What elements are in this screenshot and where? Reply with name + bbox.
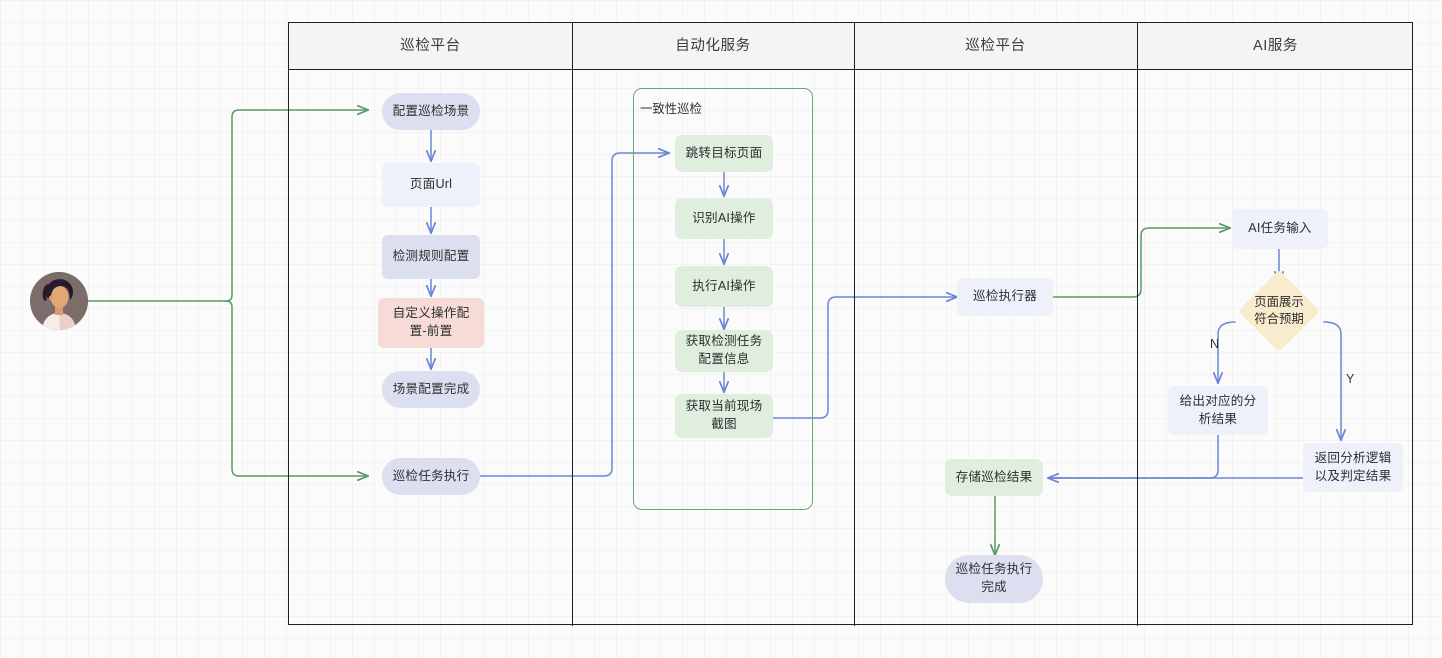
group-consistency-inspection <box>633 88 813 510</box>
lane-title-ai-service: AI服务 <box>1252 38 1299 54</box>
node-scene-config-done[interactable]: 场景配置完成 <box>382 371 480 408</box>
swimlane-table: 巡检平台 自动化服务 巡检平台 AI服务 <box>288 22 1413 626</box>
swimlane-header-row <box>289 23 1412 70</box>
lane-divider-2 <box>854 23 855 626</box>
node-execute-ai-operation[interactable]: 执行AI操作 <box>675 266 773 307</box>
lane-title-automation-service: 自动化服务 <box>675 38 751 54</box>
decision-label: 页面展示 符合预期 <box>1254 294 1304 326</box>
node-return-analysis-logic[interactable]: 返回分析逻辑以及判定结果 <box>1303 443 1403 492</box>
lane-title-inspection-platform-2: 巡检平台 <box>965 38 1026 54</box>
group-label-consistency-inspection: 一致性巡检 <box>640 102 702 116</box>
node-decision-page-as-expected[interactable]: 页面展示 符合预期 <box>1237 269 1321 353</box>
node-config-scene[interactable]: 配置巡检场景 <box>382 93 480 130</box>
lane-title-inspection-platform-1: 巡检平台 <box>400 38 461 54</box>
node-give-analysis-result[interactable]: 给出对应的分析结果 <box>1168 386 1268 435</box>
node-get-current-screenshot[interactable]: 获取当前现场截图 <box>675 394 773 438</box>
node-rule-config[interactable]: 检测规则配置 <box>382 235 480 279</box>
node-recognize-ai-operation[interactable]: 识别AI操作 <box>675 198 773 239</box>
lane-divider-1 <box>572 23 573 626</box>
node-store-inspection-result[interactable]: 存储巡检结果 <box>945 459 1043 496</box>
lane-divider-3 <box>1137 23 1138 626</box>
node-inspection-task-exec[interactable]: 巡检任务执行 <box>382 458 480 495</box>
user-avatar[interactable] <box>30 272 88 330</box>
node-ai-task-input[interactable]: AI任务输入 <box>1232 209 1328 249</box>
node-page-url[interactable]: 页面Url <box>382 163 480 207</box>
node-goto-target-page[interactable]: 跳转目标页面 <box>675 135 773 172</box>
node-custom-operation-pre[interactable]: 自定义操作配置-前置 <box>378 298 484 348</box>
avatar-illustration <box>30 272 88 330</box>
node-get-task-config-info[interactable]: 获取检测任务配置信息 <box>675 330 773 372</box>
edge-label-no: N <box>1210 337 1220 351</box>
edge-label-yes: Y <box>1346 372 1355 386</box>
node-inspection-task-finished[interactable]: 巡检任务执行完成 <box>945 555 1043 603</box>
node-inspection-executor[interactable]: 巡检执行器 <box>957 278 1053 316</box>
